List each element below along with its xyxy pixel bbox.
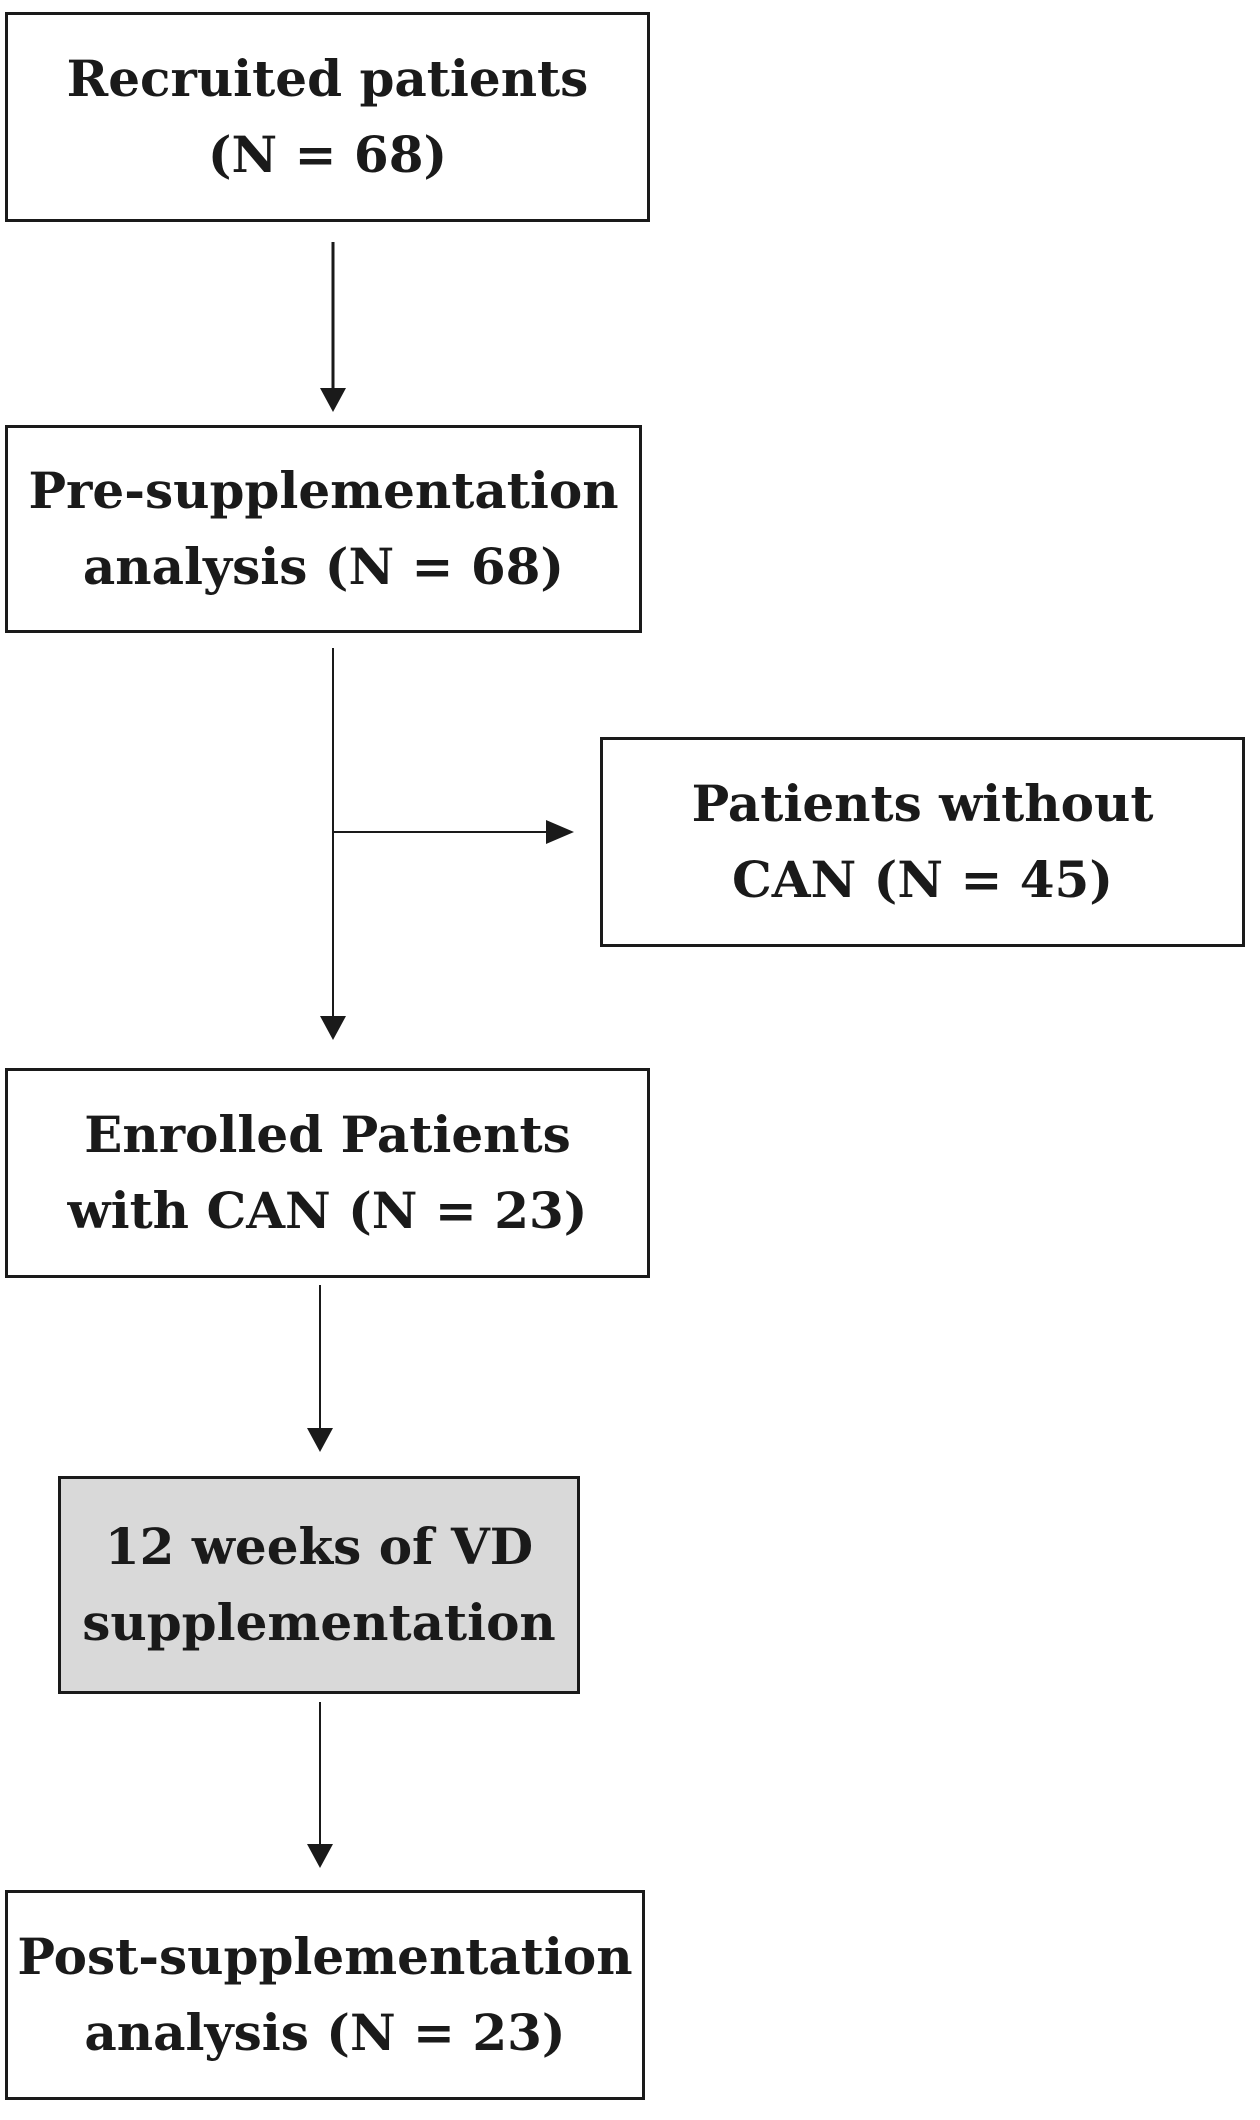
node-enrolled-patients-with-can: Enrolled Patients with CAN (N = 23) [5, 1068, 650, 1278]
node-patients-without-can-line1: Patients without [691, 774, 1154, 833]
node-patients-without-can: Patients without CAN (N = 45) [600, 737, 1245, 947]
node-vd-supplementation-line1: 12 weeks of VD [104, 1517, 534, 1576]
arrowhead-enrolled-to-supplementation [307, 1428, 333, 1452]
node-vd-supplementation-line2: supplementation [82, 1593, 556, 1652]
node-recruited-patients-line1: Recruited patients [66, 49, 589, 108]
node-vd-supplementation: 12 weeks of VD supplementation [58, 1476, 580, 1694]
node-pre-supplementation-analysis-line2: analysis (N = 68) [82, 537, 565, 596]
node-post-supplementation-analysis-line1: Post-supplementation [17, 1927, 633, 1986]
arrowhead-branch-to-without-can [546, 820, 574, 844]
node-pre-supplementation-analysis-line1: Pre-supplementation [28, 461, 619, 520]
node-post-supplementation-analysis: Post-supplementation analysis (N = 23) [5, 1890, 645, 2100]
node-post-supplementation-analysis-line2: analysis (N = 23) [84, 2003, 566, 2062]
node-enrolled-patients-with-can-line2: with CAN (N = 23) [67, 1181, 588, 1240]
arrowhead-recruited-to-pre-analysis [320, 388, 346, 412]
node-enrolled-patients-with-can-line1: Enrolled Patients [84, 1105, 571, 1164]
node-recruited-patients: Recruited patients (N = 68) [5, 12, 650, 222]
arrowhead-supplementation-to-post-analysis [307, 1844, 333, 1868]
node-recruited-patients-line2: (N = 68) [207, 125, 448, 184]
node-patients-without-can-line2: CAN (N = 45) [731, 850, 1113, 909]
node-pre-supplementation-analysis: Pre-supplementation analysis (N = 68) [5, 425, 642, 633]
arrowhead-pre-analysis-to-enrolled [320, 1016, 346, 1040]
